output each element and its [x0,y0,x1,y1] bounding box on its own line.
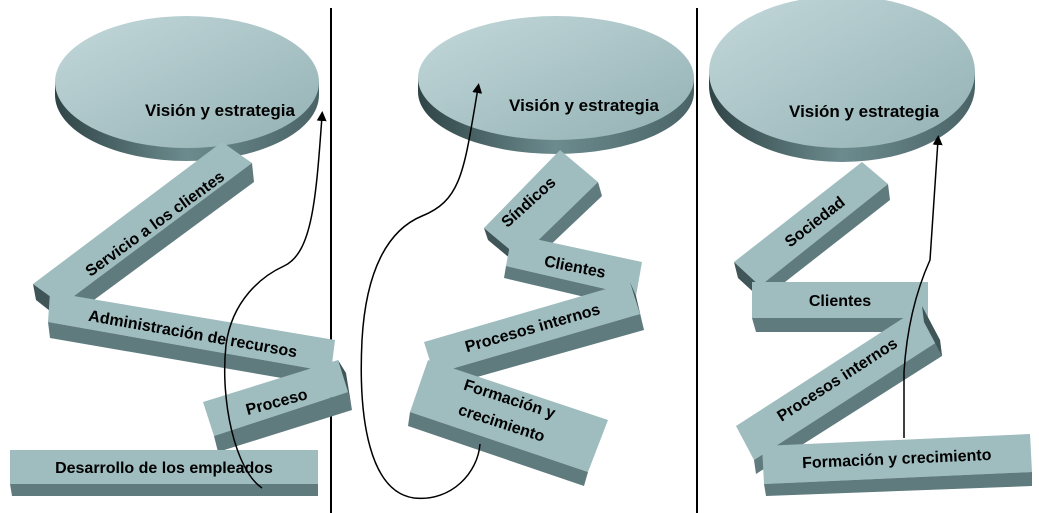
block-label-clientes-3: Clientes [809,293,871,310]
panel-2: Visión y estrategia Síndicos Clientes Pr… [360,16,694,500]
panel-3: Visión y estrategia Sociedad Clientes Pr… [709,0,1032,496]
vision-ellipse-2: Visión y estrategia [418,16,694,154]
arrow-path-2 [360,83,483,500]
block-administracion-recursos: Administración de recursos [48,292,335,386]
block-sociedad: Sociedad [734,162,890,300]
block-clientes-3: Clientes [752,282,928,332]
vision-label-1: Visión y estrategia [145,101,295,120]
arrow-path-3 [903,135,943,438]
block-formacion-2: Formación y crecimiento [408,360,608,486]
block-label-desarrollo: Desarrollo de los empleados [55,460,273,477]
vision-ellipse-3: Visión y estrategia [709,0,975,162]
vision-label-3: Visión y estrategia [789,102,939,121]
vision-ellipse-1: Visión y estrategia [55,16,319,161]
arrow-path-1 [223,111,327,489]
panel-1: Visión y estrategia Servicio a los clien… [10,16,352,496]
block-procesos-internos-2: Procesos internos [424,282,644,388]
block-formacion-3: Formación y crecimiento [762,434,1032,496]
vision-label-2: Visión y estrategia [509,96,659,115]
block-desarrollo-empleados: Desarrollo de los empleados [10,450,318,496]
block-sindicos: Síndicos [484,150,602,270]
block-label-servicio: Servicio a los clientes [83,168,228,280]
block-proceso: Proceso [203,360,352,452]
